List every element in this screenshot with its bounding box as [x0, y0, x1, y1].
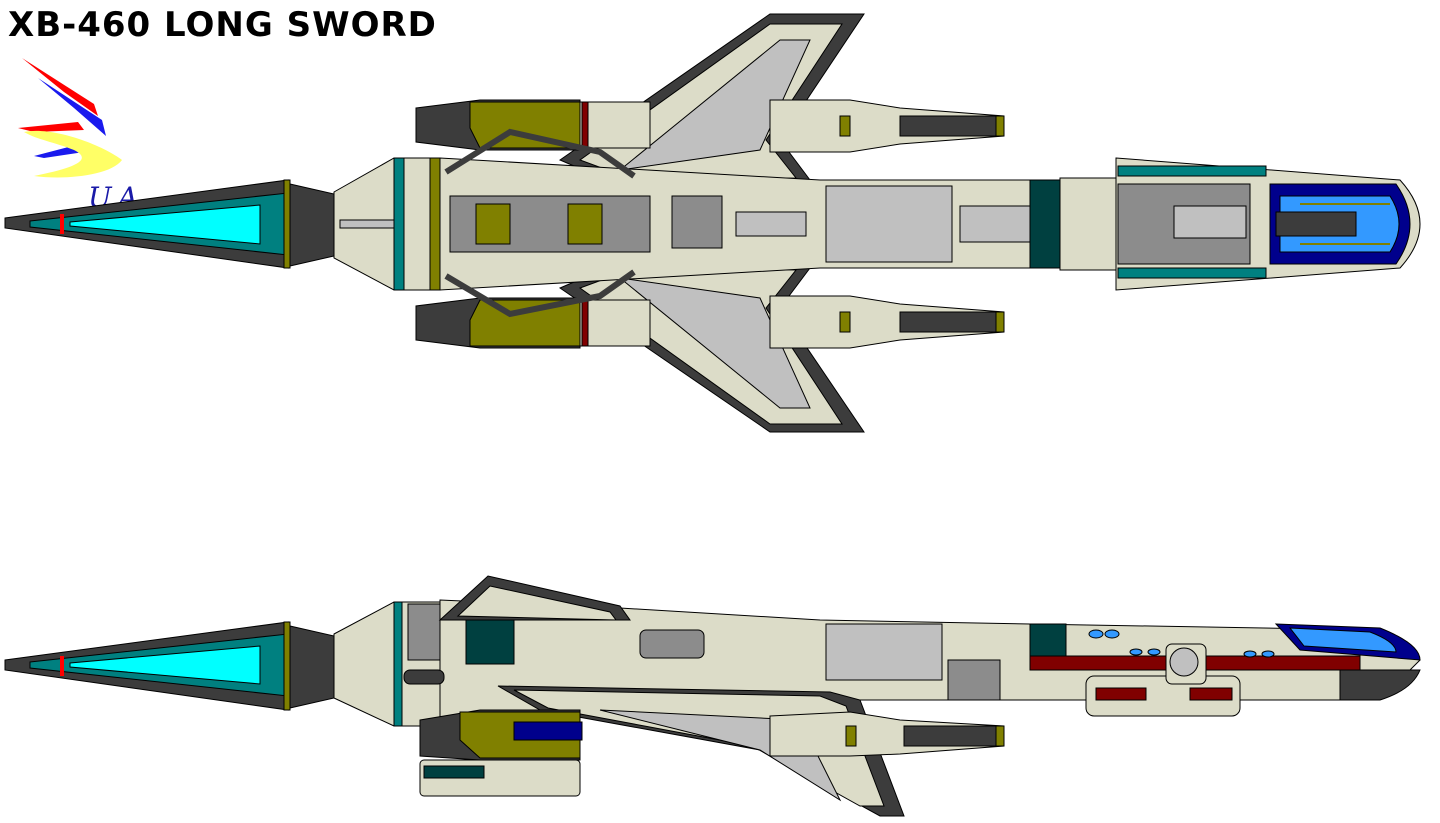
- nose-accent-lines: [1300, 203, 1390, 245]
- page-title: XB-460 LONG SWORD: [8, 5, 437, 45]
- logo-red-stripe-lower: [18, 122, 84, 132]
- side-ventral-nacelle: [419, 709, 583, 797]
- main-fuselage: [439, 157, 1061, 291]
- upper-nacelle: [415, 99, 651, 151]
- engine-block: [333, 157, 441, 291]
- side-missile-pod: [769, 711, 1005, 757]
- upper-canard: [444, 128, 636, 179]
- side-dorsal-fin: [438, 575, 631, 621]
- side-exhaust-nozzle: [4, 621, 335, 711]
- side-landing-bay: [1085, 643, 1241, 717]
- upper-missile-pod: [769, 99, 1005, 153]
- lower-missile-pod: [769, 295, 1005, 349]
- side-view-schematic: [0, 560, 1440, 823]
- logo-red-stripe: [22, 58, 98, 116]
- side-portholes: [1088, 629, 1275, 658]
- exhaust-nozzle: [4, 179, 335, 269]
- cockpit-section: [1059, 157, 1421, 291]
- lower-nacelle: [415, 297, 651, 349]
- logo-yellow-swoosh: [24, 130, 122, 178]
- top-view-schematic: [4, 13, 1421, 433]
- lower-canard: [444, 269, 636, 318]
- side-engine-block: [333, 601, 441, 727]
